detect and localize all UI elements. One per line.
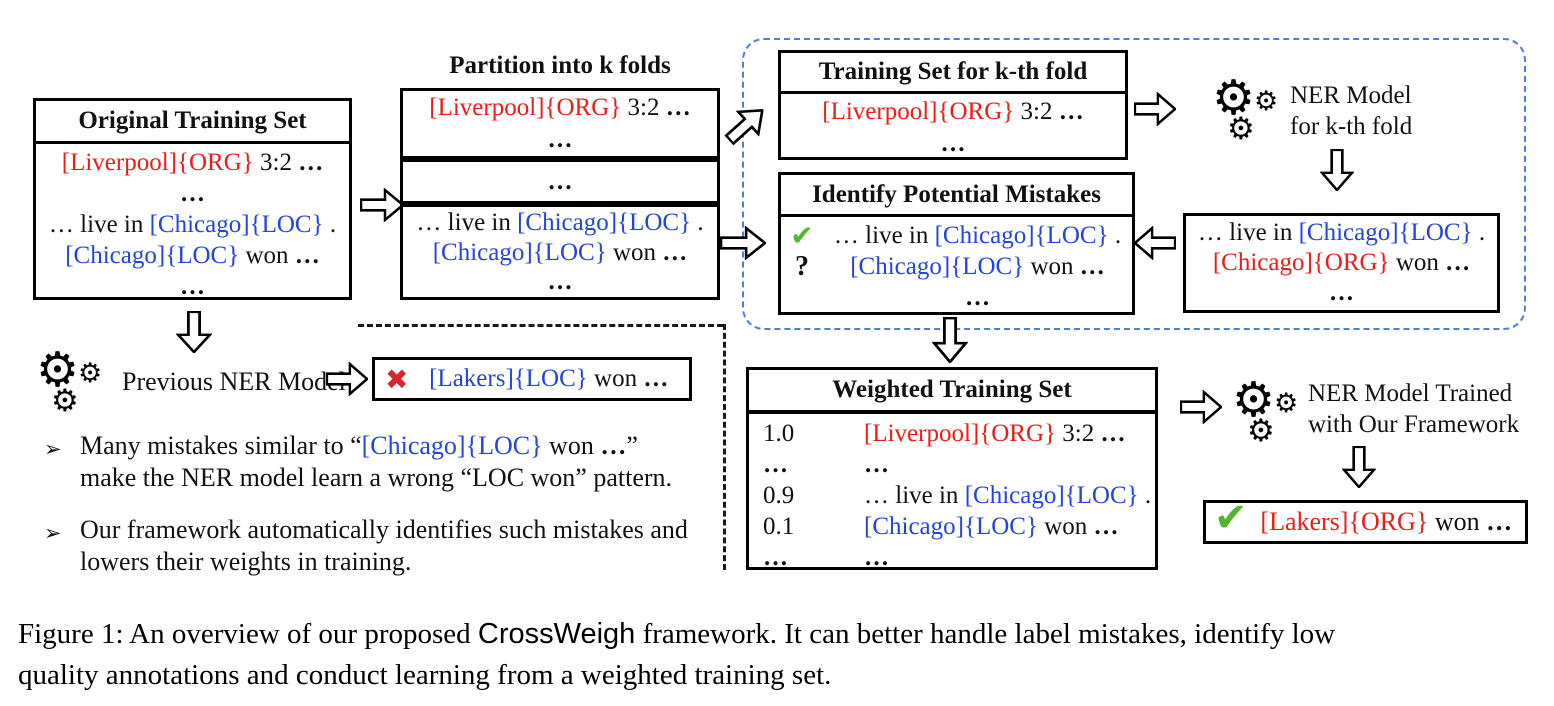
bullet-item: ➢ Many mistakes similar to “[Chicago]{LO… [44,430,734,494]
original-training-set-box: Original Training Set [Liverpool]{ORG} 3… [33,98,352,300]
sentence-line: [Liverpool]{ORG} 3:2 … [429,94,691,121]
weight-value: 0.9 [763,481,795,509]
gear-medium-icon: ⚙ [1247,413,1275,449]
weighted-row: … … [749,542,1155,573]
ellipsis-line: … [547,126,573,153]
flow-arrow-down-icon [932,317,968,363]
box-title: Training Set for k-th fold [781,53,1125,94]
flow-arrow-right-icon [1180,390,1222,424]
previous-ner-model-label: Previous NER Model [122,367,346,396]
identify-row: … [781,282,1132,313]
gear-large-icon: ⚙ [1232,372,1276,428]
box-title: Weighted Training Set [749,370,1155,414]
sentence-line: [Liverpool]{ORG} 3:2 … [822,98,1084,125]
weighted-training-set-box: Weighted Training Set 1.0 [Liverpool]{OR… [746,367,1158,573]
divider-dashed-horizontal [358,324,723,327]
box-title: Identify Potential Mistakes [781,175,1132,217]
sentence-line: [Liverpool]{ORG} 3:2 … [864,419,1126,447]
gears-icon: ⚙ ⚙ ⚙ [1232,376,1310,452]
sentence-line: … live in [Chicago]{LOC} . [833,221,1122,249]
flow-arrow-down-icon [176,311,212,353]
gear-small-icon: ⚙ [78,358,103,389]
weighted-row: … … [749,449,1155,480]
flow-arrow-down-icon [1342,446,1376,488]
bullet-item: ➢ Our framework automatically identifies… [44,514,734,578]
ellipsis-line: … [547,268,573,295]
sentence-line: [Lakers]{LOC} won … [429,365,669,392]
ellipsis-line: … [864,543,889,571]
identify-row: ✔ … live in [Chicago]{LOC} . [781,219,1132,252]
sentence-line: [Liverpool]{ORG} 3:2 … [61,149,324,176]
sentence-line: … live in [Chicago]{LOC} . [864,481,1152,509]
commentary-bullets: ➢ Many mistakes similar to “[Chicago]{LO… [44,430,734,598]
flow-arrow-right-icon [360,188,404,222]
fold-box-2: … [400,159,720,204]
weighted-row: 0.9 … live in [Chicago]{LOC} . [749,480,1155,511]
sentence-line: [Chicago]{LOC} won … [432,239,688,266]
bullet-line: Many mistakes similar to “[Chicago]{LOC}… [80,431,638,460]
correct-prediction-box: ✔ [Lakers]{ORG} won … [1203,495,1528,544]
sentence-line: … live in [Chicago]{LOC} . [48,211,337,238]
check-icon: ✔ [790,219,814,252]
bullet-line: make the NER model learn a wrong “LOC wo… [80,463,673,492]
weight-value: 0.1 [763,512,795,540]
identify-potential-mistakes-box: Identify Potential Mistakes ✔ … live in … [778,172,1135,315]
sentence-line: [Chicago]{LOC} won … [65,242,320,269]
gear-small-icon: ⚙ [1274,388,1299,419]
bullet-arrow-icon: ➢ [44,521,62,545]
gear-large-icon: ⚙ [36,342,80,398]
ellipsis-line: … [1329,279,1354,306]
sentence-line: [Chicago]{ORG} won … [1212,249,1471,276]
sentence-line: [Lakers]{ORG} won … [1260,507,1513,536]
gear-small-icon: ⚙ [1254,86,1279,117]
sentence-line: [Chicago]{LOC} won … [864,512,1119,540]
ner-model-final-label: NER Model Trained with Our Framework [1308,380,1520,438]
check-icon: ✔ [1214,495,1248,541]
weight-value: … [763,450,788,478]
wrong-prediction-box: ✖ [Lakers]{LOC} won … [372,357,692,401]
sentence-line: … live in [Chicago]{LOC} . [416,209,704,236]
divider-dashed-vertical [723,324,726,570]
partition-title: Partition into k folds [449,52,671,79]
ellipsis-line: … [547,168,573,195]
weight-value: 1.0 [763,419,795,447]
cross-validation-dashed-region [742,38,1526,330]
flow-arrow-up-right-icon [718,97,775,153]
gear-large-icon: ⚙ [1212,70,1256,126]
caption-line: Figure 1: An overview of our proposed Cr… [18,618,1336,650]
flow-arrow-down-icon [1320,149,1354,191]
kfold-predictions-box: … live in [Chicago]{LOC} . [Chicago]{ORG… [1183,213,1500,313]
kth-fold-training-set-box: Training Set for k-th fold [Liverpool]{O… [778,50,1128,160]
ellipsis-line: … [940,130,966,157]
figure-caption: Figure 1: An overview of our proposed Cr… [18,614,1544,696]
fold-box-1: [Liverpool]{ORG} 3:2 … … [400,88,720,159]
ellipsis-line: … [180,273,205,300]
bullet-line: lowers their weights in training. [80,547,412,576]
flow-arrow-right-icon [720,226,766,260]
weighted-row: 0.1 [Chicago]{LOC} won … [749,511,1155,542]
weight-value: … [763,543,788,571]
gear-medium-icon: ⚙ [51,383,79,419]
fold-box-3: … live in [Chicago]{LOC} . [Chicago]{LOC… [400,204,720,300]
ner-model-kfold-label: NER Model for k-th fold [1290,82,1413,140]
box-title: Original Training Set [36,101,349,144]
ellipsis-line: … [180,180,205,207]
question-mark-icon: ? [795,250,809,282]
gears-icon: ⚙ ⚙ ⚙ [1212,74,1290,150]
cross-icon: ✖ [385,362,409,396]
ellipsis-line: … [864,450,889,478]
sentence-line: [Chicago]{LOC} won … [850,252,1105,280]
weighted-row: 1.0 [Liverpool]{ORG} 3:2 … [749,418,1155,449]
flow-arrow-right-icon [326,362,368,396]
bullet-line: Our framework automatically identifies s… [80,515,688,544]
sentence-line: … live in [Chicago]{LOC} . [1197,219,1486,246]
flow-arrow-left-icon [1134,226,1176,260]
caption-line: quality annotations and conduct learning… [18,659,832,691]
ellipsis-line: … [965,283,990,311]
gear-medium-icon: ⚙ [1227,111,1255,147]
flow-arrow-right-icon [1134,92,1176,126]
bullet-arrow-icon: ➢ [44,437,62,461]
identify-row: ? [Chicago]{LOC} won … [781,251,1132,282]
gears-icon: ⚙ ⚙ ⚙ [36,346,114,422]
